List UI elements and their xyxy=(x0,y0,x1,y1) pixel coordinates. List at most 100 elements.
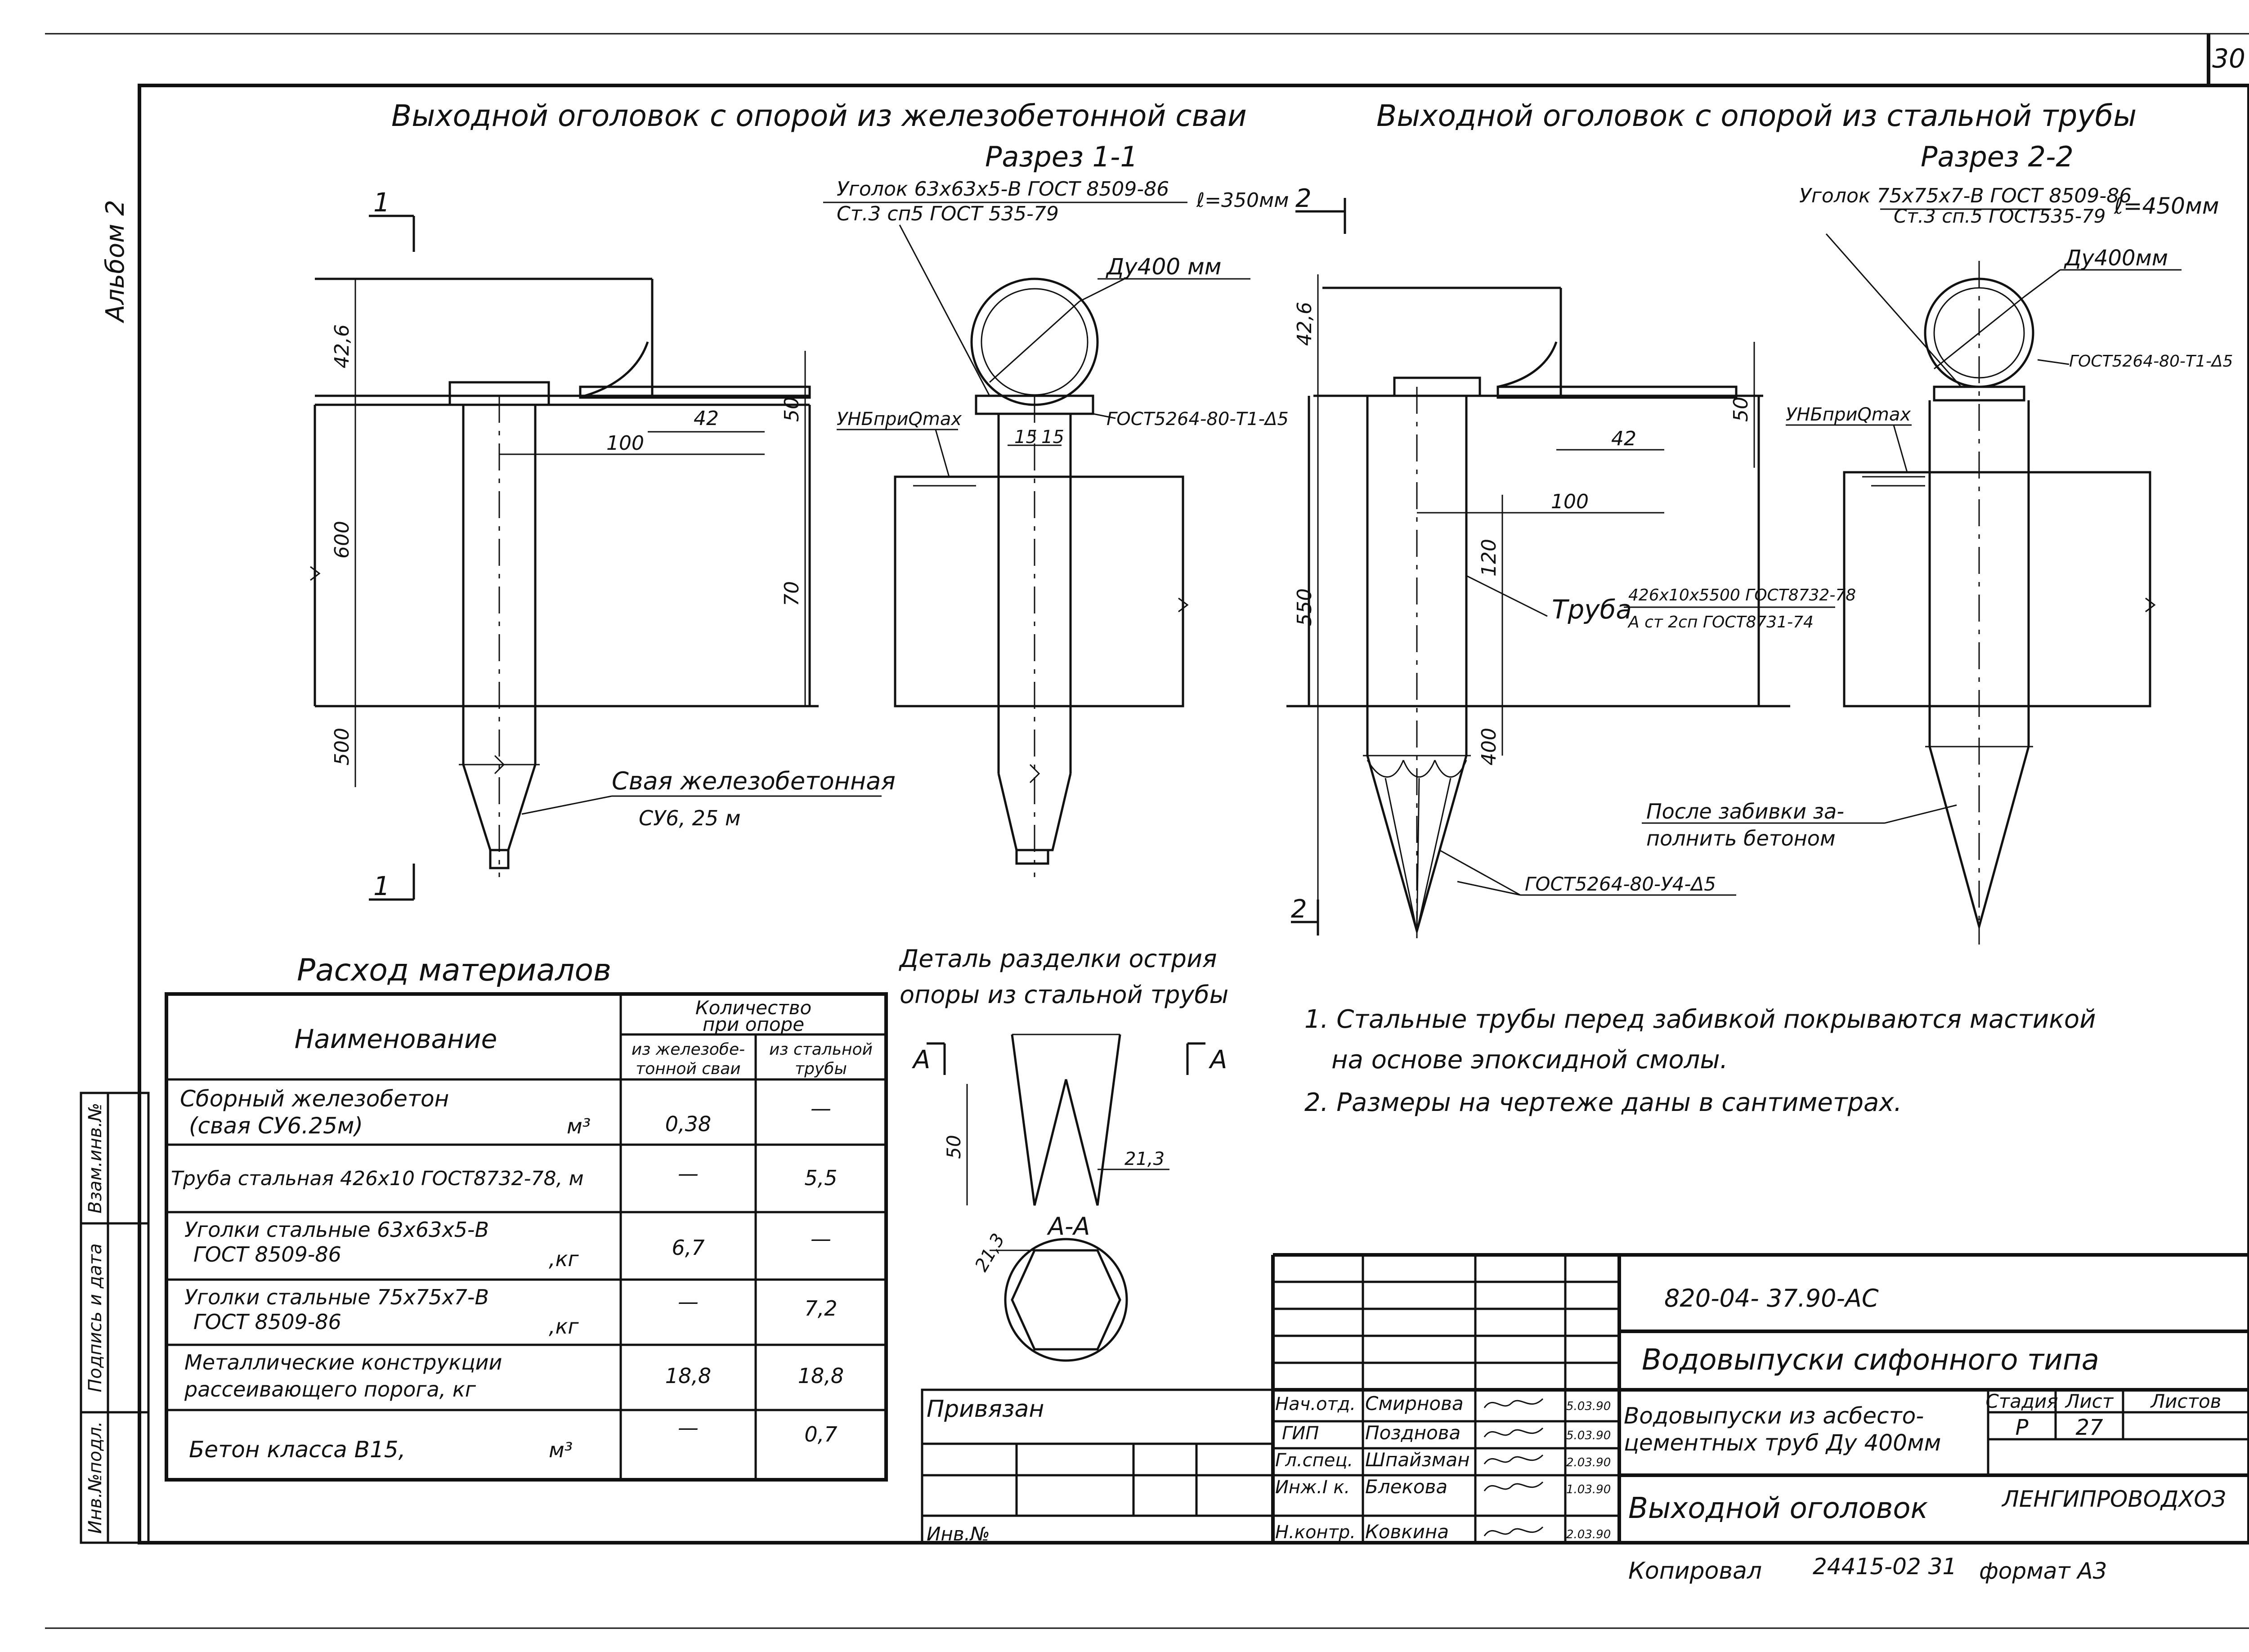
pipe-label-top: 426x10x5500 ГОСТ8732-78 xyxy=(1628,586,1856,604)
detail-dim-21-3-a: 21,3 xyxy=(1124,1149,1165,1169)
note-line-2: на основе эпоксидной смолы. xyxy=(1331,1045,1728,1074)
table-row-st: — xyxy=(811,1227,831,1251)
dim-120-right: 120 xyxy=(1478,539,1501,577)
right-angle-length: ℓ=450мм xyxy=(2114,193,2219,219)
table-row-st: 5,5 xyxy=(804,1166,837,1190)
table-row-name-1: Металлические конструкции xyxy=(184,1350,502,1374)
materials-title: Расход материалов xyxy=(297,953,611,988)
dim-50-left: 50 xyxy=(780,397,803,422)
col-rc-header-2: тонной сваи xyxy=(636,1060,740,1078)
org-name: ЛЕНГИПРОВОДХОЗ xyxy=(2001,1486,2226,1512)
table-row-rc: — xyxy=(678,1415,699,1440)
col-qty-header-2: при опоре xyxy=(703,1013,804,1035)
person-date: 1.03.90 xyxy=(1566,1483,1611,1496)
table-row-rc: — xyxy=(678,1161,699,1186)
table-row-name-1: Уголки стальные 75x75x7-В xyxy=(184,1285,489,1309)
col-st-header-1: из стальной xyxy=(769,1040,873,1059)
table-row-unit: м³ xyxy=(567,1114,591,1138)
table-row-rc: 0,38 xyxy=(665,1112,711,1136)
signature-3 xyxy=(1483,1454,1544,1464)
sheet-value: 27 xyxy=(2075,1415,2103,1440)
table-row-name-1: Бетон класса В15, xyxy=(189,1437,406,1463)
person-role: Инж.I к. xyxy=(1275,1477,1350,1498)
copied-label: Копировал xyxy=(1628,1558,1762,1585)
left-angle-length: ℓ=350мм xyxy=(1196,189,1289,212)
sheet-header: Лист xyxy=(2065,1390,2114,1412)
album-label: Альбом 2 xyxy=(101,200,130,323)
table-row-name-2: ГОСТ 8509-86 xyxy=(193,1242,341,1267)
stage-header: Стадия xyxy=(1985,1390,2058,1412)
table-row-unit: м³ xyxy=(549,1438,573,1462)
right-angle-label-top: Уголок 75x75x7-В ГОСТ 8509-86 xyxy=(1799,184,2132,207)
dim-15b: 15 xyxy=(1041,427,1064,448)
dim-42-6-right: 42,6 xyxy=(1293,302,1316,346)
detail-dim-50: 50 xyxy=(943,1135,965,1159)
dim-50-right: 50 xyxy=(1729,397,1752,422)
table-row-name-1: Труба стальная 426x10 ГОСТ8732-78, м xyxy=(171,1167,584,1190)
dim-550-right: 550 xyxy=(1293,588,1316,626)
person-name: Позднова xyxy=(1365,1422,1461,1444)
project-name: Водовыпуски сифонного типа xyxy=(1642,1343,2099,1377)
left-view-title: Выходной оголовок с опорой из железобето… xyxy=(391,98,1247,133)
section-mark-1-top: 1 xyxy=(373,187,390,218)
doc-code: 820-04- 37.90-АС xyxy=(1664,1284,1879,1312)
pile-label-top: Свая железобетонная xyxy=(612,767,896,795)
title-block: Привязан Инв.№ 820-04- 37.90-АС Водовыпу… xyxy=(921,1253,2249,1585)
person-name: Ковкина xyxy=(1365,1521,1449,1543)
table-row-st: 0,7 xyxy=(804,1422,837,1446)
person-date: 2.03.90 xyxy=(1566,1528,1611,1541)
person-name: Блекова xyxy=(1365,1476,1447,1498)
right-section-label: Разрез 2-2 xyxy=(1921,140,2074,173)
sheet-name: Выходной оголовок xyxy=(1628,1492,1928,1525)
col-name-header: Наименование xyxy=(295,1024,497,1054)
table-row-name-2: (свая СУ6.25м) xyxy=(189,1113,363,1139)
person-date: 2.03.90 xyxy=(1566,1456,1611,1469)
table-row-st: 7,2 xyxy=(804,1296,837,1321)
table-row-rc: 6,7 xyxy=(672,1236,704,1260)
right-water-level: УНБприQmax xyxy=(1786,404,1911,425)
copy-number: 24415-02 31 xyxy=(1813,1554,1957,1580)
stage-value: Р xyxy=(2016,1415,2029,1440)
detail-mark-a-right: А xyxy=(1209,1045,1227,1074)
right-view: Выходной оголовок с опорой из стальной т… xyxy=(1286,98,2137,945)
detail-dim-21-3-b: 21,3 xyxy=(971,1230,1009,1275)
sign-date-label: Подпись и дата xyxy=(85,1243,106,1392)
table-row-unit: ,кг xyxy=(549,1314,579,1339)
fill-note-2: полнить бетоном xyxy=(1646,826,1836,851)
page-number: 30 xyxy=(2212,43,2245,74)
left-angle-label-top: Уголок 63x63x5-В ГОСТ 8509-86 xyxy=(837,178,1169,201)
note-line-1: 1. Стальные трубы перед забивкой покрыва… xyxy=(1304,1005,2096,1034)
dim-100-right: 100 xyxy=(1551,490,1589,513)
table-row-unit: ,кг xyxy=(549,1247,579,1271)
person-name: Смирнова xyxy=(1365,1392,1464,1415)
object-line-1: Водовыпуски из асбесто- xyxy=(1624,1403,1924,1429)
table-row-st: 18,8 xyxy=(798,1364,844,1388)
left-angle-label-bottom: Ст.3 сп5 ГОСТ 535-79 xyxy=(837,202,1059,225)
table-row-name-2: рассеивающего порога, кг xyxy=(184,1377,476,1401)
person-role: Н.контр. xyxy=(1275,1522,1356,1543)
signature-2 xyxy=(1483,1427,1544,1437)
format-label: формат А3 xyxy=(1979,1558,2107,1584)
dim-100-left: 100 xyxy=(606,432,644,455)
detail-mark-a-left: А xyxy=(912,1045,930,1074)
signature-1 xyxy=(1483,1398,1544,1408)
person-role: Гл.спец. xyxy=(1275,1450,1353,1471)
table-row-rc: 18,8 xyxy=(665,1364,711,1388)
section-aa-label: А-А xyxy=(1047,1212,1090,1240)
side-stamp: Взам.инв.№ Подпись и дата Инв.№подл. xyxy=(80,1092,150,1544)
sheets-header: Листов xyxy=(2150,1390,2222,1412)
pipe-label-bottom: А ст 2сп ГОСТ8731-74 xyxy=(1627,613,1814,631)
section-mark-1-bottom: 1 xyxy=(373,871,390,901)
col-rc-header-1: из железобе- xyxy=(632,1040,745,1059)
left-section-label: Разрез 1-1 xyxy=(985,140,1138,173)
dim-42-right: 42 xyxy=(1611,427,1636,450)
object-line-2: цементных труб Ду 400мм xyxy=(1624,1430,1941,1456)
section-1-1: Уголок 63x63x5-В ГОСТ 8509-86 Ст.3 сп5 Г… xyxy=(823,178,1346,877)
inv-podl-label: Инв.№подл. xyxy=(85,1421,106,1534)
left-clamp-label: ГОСТ5264-80-Т1-Δ5 xyxy=(1107,409,1289,430)
person-date: 5.03.90 xyxy=(1566,1400,1611,1413)
person-role: ГИП xyxy=(1282,1423,1319,1444)
note-line-3: 2. Размеры на чертеже даны в сантиметрах… xyxy=(1304,1088,1902,1117)
person-date: 5.03.90 xyxy=(1566,1429,1611,1442)
